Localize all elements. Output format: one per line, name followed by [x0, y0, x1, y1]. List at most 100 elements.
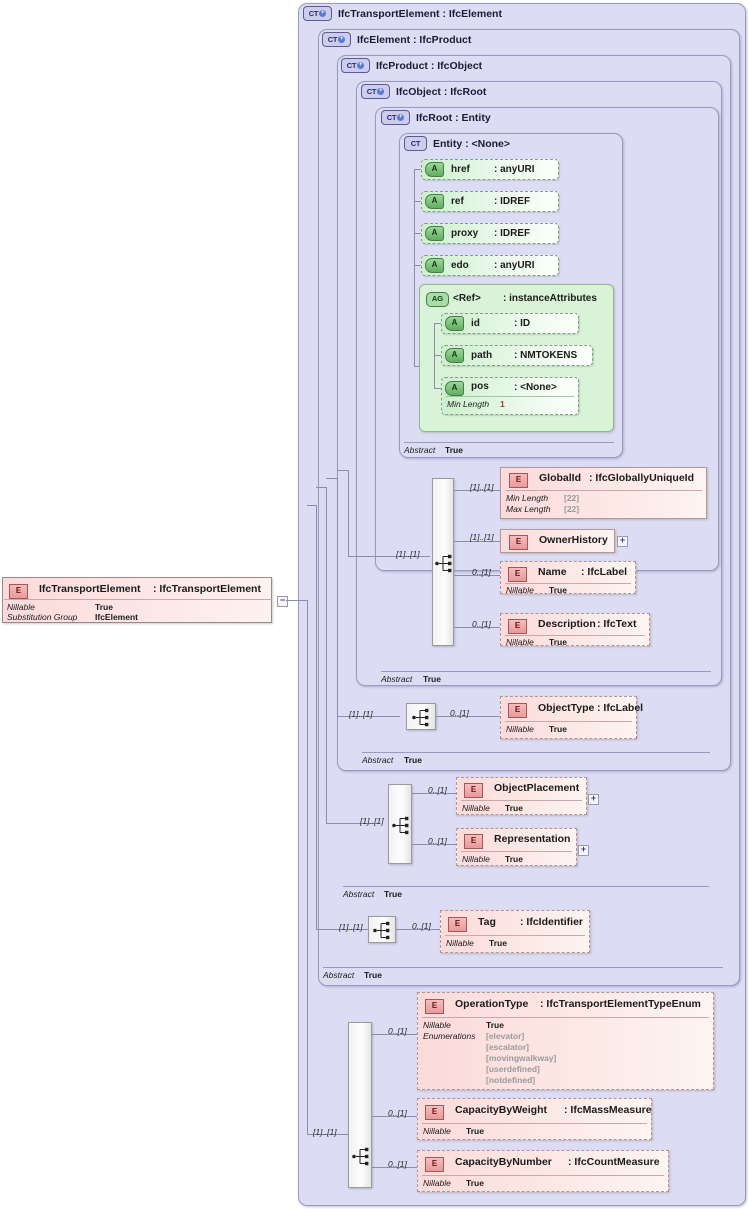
compositor-cardinality: [1]..[1]	[349, 709, 373, 719]
compositor-cardinality: [1]..[1]	[339, 922, 363, 932]
facet-separator	[505, 635, 645, 636]
element-type: : IfcLabel	[597, 702, 644, 714]
element-icon: E	[508, 567, 527, 582]
element-cardinality: 0..[1]	[388, 1108, 407, 1118]
element-cardinality: 0..[1]	[472, 567, 491, 577]
facet-separator	[4, 599, 272, 600]
expand-plus-box[interactable]: +	[617, 536, 628, 547]
elem-connector	[396, 929, 440, 930]
element-type: : IfcCountMeasure	[568, 1156, 660, 1168]
expand-plus-box[interactable]: +	[578, 845, 589, 856]
attribute-href[interactable]: A href : anyURI	[421, 159, 559, 180]
root-element-box[interactable]: E IfcTransportElement : IfcTransportElem…	[2, 577, 272, 623]
attr-stub	[414, 201, 422, 202]
sequence-compositor-ifcroot[interactable]	[432, 478, 454, 646]
facet-separator	[505, 583, 631, 584]
bus-link	[337, 470, 348, 471]
element-ownerhistory[interactable]: E OwnerHistory	[500, 529, 615, 553]
attribute-path[interactable]: A path : NMTOKENS	[441, 345, 593, 366]
elem-connector	[412, 844, 456, 845]
element-name: GlobalId	[539, 472, 581, 484]
attribute-pos[interactable]: A pos : <None> Min Length 1	[441, 377, 579, 415]
element-type: : IfcText	[597, 618, 637, 630]
ct-header-ifcproduct[interactable]: CT+ IfcProduct : IfcObject	[341, 58, 482, 73]
element-objectplacement[interactable]: E ObjectPlacement Nillable True	[456, 777, 587, 815]
element-capacitybynumber[interactable]: E CapacityByNumber : IfcCountMeasure Nil…	[417, 1150, 669, 1192]
sequence-compositor-ifcobject[interactable]	[406, 703, 436, 730]
attribute-ref[interactable]: A ref : IDREF	[421, 191, 559, 212]
bus-line-l1	[307, 600, 308, 1135]
bus-branch-l2	[316, 929, 370, 930]
bus-branch-l4	[337, 716, 400, 717]
facet-key-nillable: Nillable	[7, 602, 35, 612]
element-cardinality: 0..[1]	[412, 921, 431, 931]
elem-connector	[372, 1034, 417, 1035]
abstract-value: True	[384, 889, 402, 899]
element-icon: E	[508, 619, 527, 634]
complextype-icon: CT+	[361, 84, 390, 99]
ct-header-entity[interactable]: CT Entity : <None>	[404, 136, 510, 151]
facet-value-nillable: True	[486, 1020, 504, 1030]
sequence-icon	[352, 1147, 369, 1166]
bus-branch-l3	[326, 823, 380, 824]
facet-value: True	[466, 1178, 484, 1188]
attrgroup-stub	[414, 366, 422, 367]
ct-header-ifcelement[interactable]: CT+ IfcElement : IfcProduct	[322, 32, 471, 47]
element-icon: E	[425, 1105, 444, 1120]
element-name: ObjectType	[538, 702, 595, 714]
element-tag[interactable]: E Tag : IfcIdentifier Nillable True	[440, 910, 590, 953]
attribute-id[interactable]: A id : ID	[441, 313, 579, 334]
element-type: : IfcGloballyUniqueId	[589, 472, 695, 484]
abstract-key: Abstract	[323, 970, 355, 980]
bus-line-l5	[348, 470, 349, 556]
facet-key-subgroup: Substitution Group	[7, 612, 78, 622]
facet-separator	[505, 721, 632, 722]
element-name: Description	[538, 618, 596, 630]
compositor-cardinality: [1]..[1]	[360, 816, 384, 826]
element-name[interactable]: E Name : IfcLabel Nillable True	[500, 561, 636, 595]
complextype-icon: CT+	[341, 58, 370, 73]
facet-value: True	[505, 803, 523, 813]
attribute-edo[interactable]: A edo : anyURI	[421, 255, 559, 276]
sequence-compositor-ifcelement[interactable]	[368, 916, 396, 943]
attribute-icon: A	[425, 194, 444, 209]
element-representation[interactable]: E Representation Nillable True	[456, 828, 577, 866]
attribute-type: : ID	[514, 318, 531, 329]
element-icon: E	[464, 834, 483, 849]
element-globalid[interactable]: E GlobalId : IfcGloballyUniqueId Min Len…	[500, 467, 707, 519]
facet-key: Nillable	[462, 803, 490, 813]
ct-title: IfcTransportElement : IfcElement	[338, 7, 502, 20]
element-objecttype[interactable]: E ObjectType : IfcLabel Nillable True	[500, 696, 643, 739]
abstract-value: True	[445, 445, 463, 455]
attribute-icon: A	[445, 316, 464, 331]
collapse-minus-box[interactable]: −	[277, 596, 288, 607]
sequence-compositor-ifcproduct[interactable]	[388, 784, 412, 864]
attribute-icon: A	[445, 348, 464, 363]
facet-separator	[422, 1017, 709, 1018]
expand-plus-box[interactable]: +	[588, 794, 599, 805]
ct-title: IfcRoot : Entity	[416, 111, 491, 124]
elem-connector	[454, 541, 500, 542]
element-cardinality: 0..[1]	[388, 1026, 407, 1036]
compositor-cardinality: [1]..[1]	[313, 1127, 337, 1137]
element-operationtype[interactable]: E OperationType : IfcTransportElementTyp…	[417, 992, 714, 1090]
ct-header-ifctransportelement[interactable]: CT+ IfcTransportElement : IfcElement	[303, 6, 502, 21]
attr-stub	[414, 265, 422, 266]
attribute-proxy[interactable]: A proxy : IDREF	[421, 223, 559, 244]
element-description[interactable]: E Description : IfcText Nillable True	[500, 613, 650, 647]
ct-header-ifcobject[interactable]: CT+ IfcObject : IfcRoot	[361, 84, 486, 99]
attribute-icon: A	[445, 381, 464, 396]
sequence-compositor-ifctransportelement[interactable]	[348, 1022, 372, 1188]
enum-value-2: [movingwalkway]	[486, 1053, 557, 1063]
element-capacitybyweight[interactable]: E CapacityByWeight : IfcMassMeasure Nill…	[417, 1098, 652, 1140]
element-cardinality: [1]..[1]	[470, 482, 494, 492]
ct-header-ifcroot[interactable]: CT+ IfcRoot : Entity	[381, 110, 491, 125]
bus-link	[307, 505, 316, 506]
sequence-icon	[373, 921, 390, 940]
facet-separator	[446, 396, 574, 397]
element-type: : IfcTransportElementTypeEnum	[540, 998, 701, 1010]
facet-key: Nillable	[423, 1178, 451, 1188]
facet-key: Nillable	[506, 724, 534, 734]
abstract-separator	[381, 671, 711, 672]
